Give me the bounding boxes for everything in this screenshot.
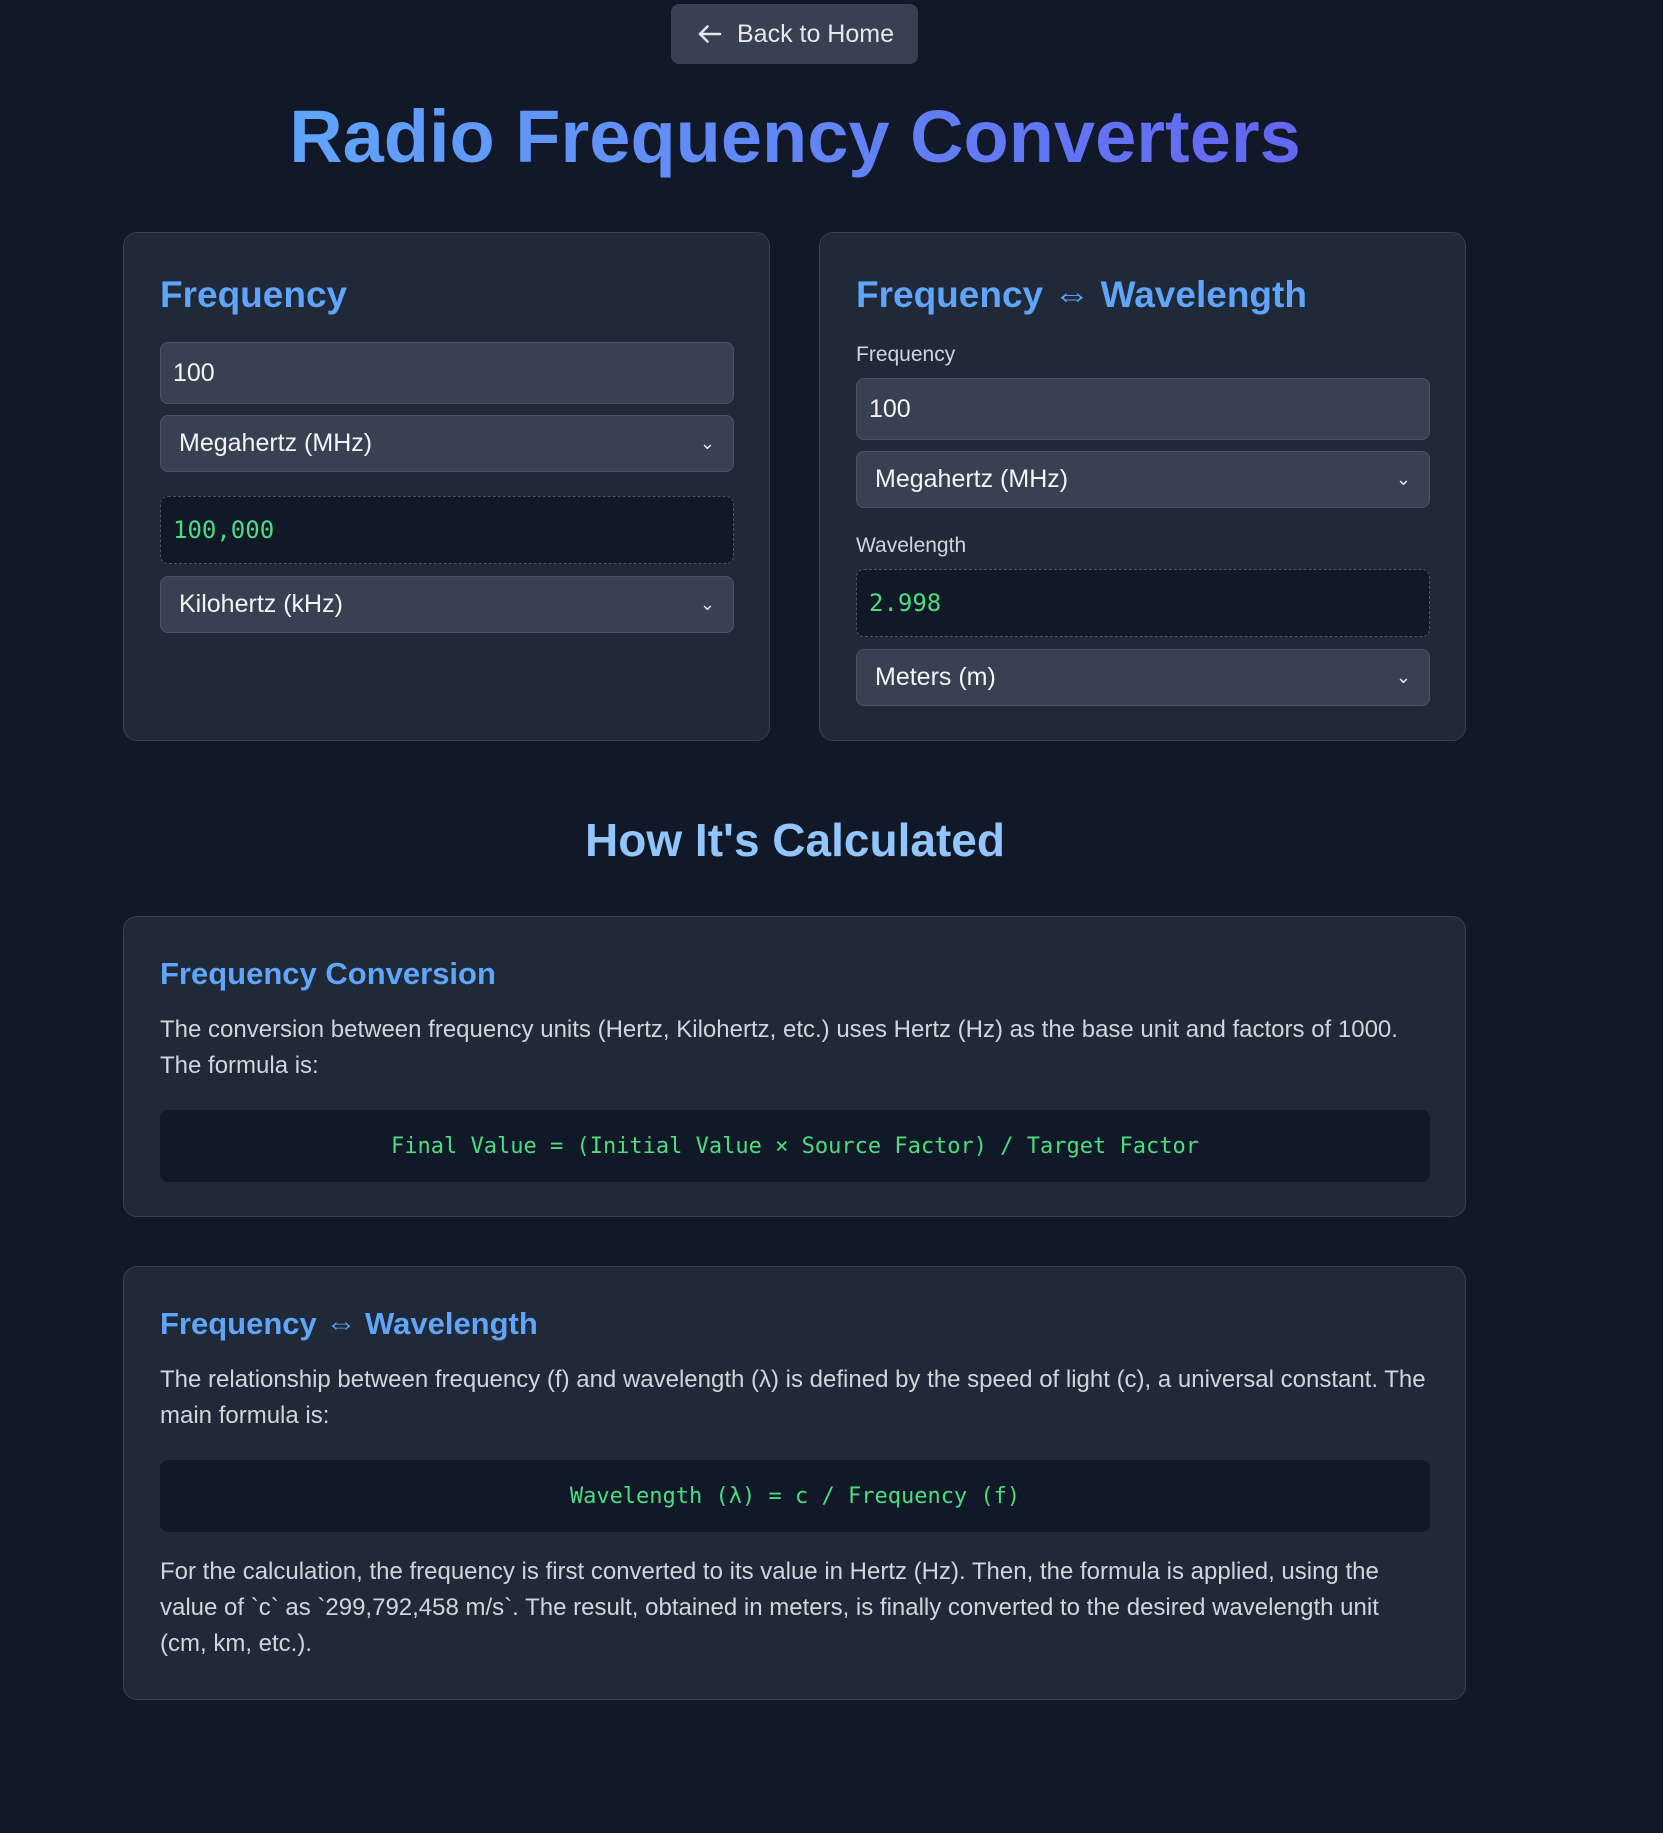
chevron-down-icon: ⌄ (1395, 469, 1411, 489)
wavelength-explanation: Frequency ⇔ Wavelength The relationship … (123, 1266, 1466, 1700)
from-unit-select[interactable]: Megahertz (MHz) ⌄ (160, 415, 734, 472)
back-to-home-label: Back to Home (736, 19, 894, 48)
chevron-down-icon: ⌄ (1395, 667, 1411, 687)
how-its-calculated-heading: How It's Calculated (585, 814, 1005, 866)
to-unit-selected: Kilohertz (kHz) (179, 590, 343, 618)
wavelength-calculation-note: For the calculation, the frequency is fi… (160, 1558, 1379, 1657)
wavelength-explanation-text: The relationship between frequency (f) a… (160, 1366, 1426, 1429)
frequency-output: 100,000 (160, 496, 734, 564)
frequency-conversion-title: Frequency Conversion (160, 956, 496, 991)
frequency-label: Frequency (856, 343, 956, 366)
wavelength-converter-card: Frequency ⇔ Wavelength Frequency 100 Meg… (819, 232, 1466, 741)
back-to-home-button[interactable]: Back to Home (671, 4, 918, 64)
wavelength-formula: Wavelength (λ) = c / Frequency (f) (160, 1460, 1430, 1532)
to-unit-select[interactable]: Kilohertz (kHz) ⌄ (160, 576, 734, 633)
frequency-conversion-text: The conversion between frequency units (… (160, 1016, 1398, 1079)
page-title: Radio Frequency Converters (0, 92, 1590, 182)
wavelength-frequency-input[interactable]: 100 (856, 378, 1430, 440)
chevron-down-icon: ⌄ (699, 433, 715, 453)
wavelength-frequency-unit-select[interactable]: Megahertz (MHz) ⌄ (856, 451, 1430, 508)
from-unit-selected: Megahertz (MHz) (179, 429, 373, 457)
wavelength-frequency-unit-selected: Megahertz (MHz) (875, 465, 1069, 493)
frequency-input[interactable]: 100 (160, 342, 734, 404)
page-title-text: Radio Frequency Converters (289, 95, 1301, 178)
frequency-conversion-formula: Final Value = (Initial Value × Source Fa… (160, 1110, 1430, 1182)
frequency-converter-card: Frequency 100 Megahertz (MHz) ⌄ 100,000 … (123, 232, 770, 741)
wavelength-label: Wavelength (856, 534, 967, 557)
frequency-card-title: Frequency (160, 274, 348, 315)
chevron-down-icon: ⌄ (699, 594, 715, 614)
arrow-left-icon (698, 25, 722, 43)
wavelength-output: 2.998 (856, 569, 1430, 637)
frequency-conversion-explanation: Frequency Conversion The conversion betw… (123, 916, 1466, 1217)
wavelength-unit-select[interactable]: Meters (m) ⌄ (856, 649, 1430, 706)
wavelength-unit-selected: Meters (m) (875, 663, 996, 691)
wavelength-card-title: Frequency ⇔ Wavelength (856, 274, 1307, 315)
wavelength-explanation-title: Frequency ⇔ Wavelength (160, 1306, 538, 1341)
